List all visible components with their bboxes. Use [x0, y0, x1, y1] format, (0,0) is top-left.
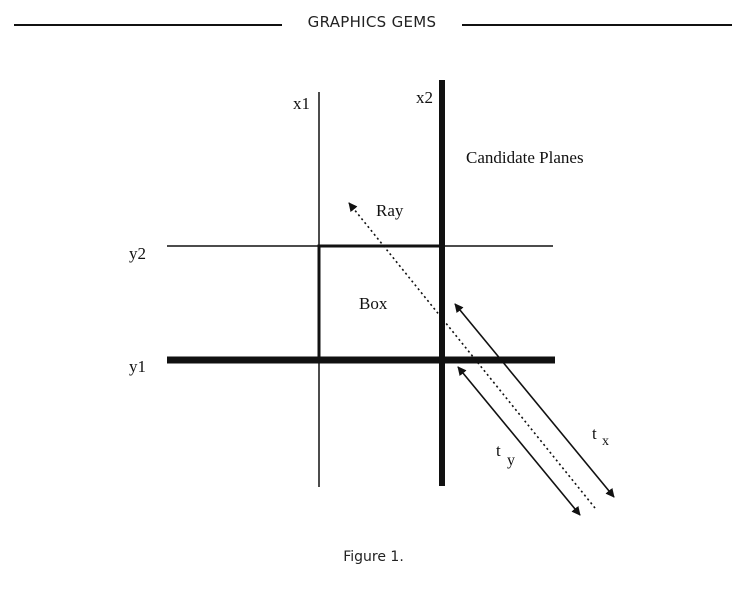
label-ty: t y [496, 441, 515, 469]
header-rule-right [462, 24, 732, 26]
header-rule-left [14, 24, 282, 26]
label-tx-base: t [592, 424, 597, 443]
label-candidate-planes: Candidate Planes [466, 148, 584, 167]
label-tx: t x [592, 424, 609, 449]
label-ty-subscript: y [507, 452, 515, 469]
running-head: GRAPHICS GEMS [307, 13, 437, 31]
label-tx-subscript: x [602, 434, 609, 449]
label-ray: Ray [376, 201, 404, 220]
label-x2: x2 [416, 88, 433, 107]
label-y2: y2 [129, 244, 146, 263]
label-box: Box [359, 294, 388, 313]
label-ty-base: t [496, 441, 501, 460]
label-y1: y1 [129, 357, 146, 376]
tx-arrow [454, 303, 615, 498]
label-x1: x1 [293, 94, 310, 113]
ray-line [348, 202, 596, 509]
figure-caption: Figure 1. [343, 549, 404, 565]
ty-arrow [457, 366, 581, 516]
